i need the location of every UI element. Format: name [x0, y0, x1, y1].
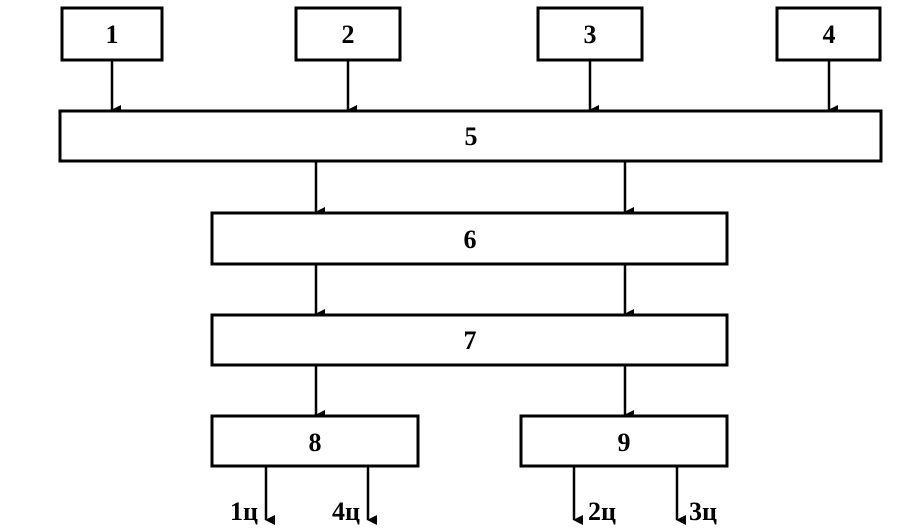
block-1: 1 — [60, 6, 164, 62]
output-label-1c: 1ц — [230, 497, 258, 526]
block-1-label: 1 — [106, 20, 119, 49]
block-8-label: 8 — [309, 428, 322, 457]
block-3-label: 3 — [584, 20, 597, 49]
block-4-label: 4 — [823, 20, 836, 49]
output-label-3c: 3ц — [689, 497, 717, 526]
block-5: 5 — [58, 109, 883, 163]
block-9: 9 — [519, 414, 729, 468]
output-label-2c: 2ц — [588, 497, 616, 526]
output-label-4c: 4ц — [332, 497, 360, 526]
block-2-label: 2 — [342, 20, 355, 49]
block-7: 7 — [210, 313, 729, 367]
block-6-label: 6 — [464, 225, 477, 254]
block-7-label: 7 — [464, 326, 477, 355]
block-8: 8 — [210, 414, 420, 468]
block-6: 6 — [210, 211, 729, 266]
block-4: 4 — [775, 6, 882, 62]
block-2: 2 — [294, 6, 402, 62]
block-5-label: 5 — [465, 122, 478, 151]
block-9-label: 9 — [618, 428, 631, 457]
block-3: 3 — [536, 6, 644, 62]
